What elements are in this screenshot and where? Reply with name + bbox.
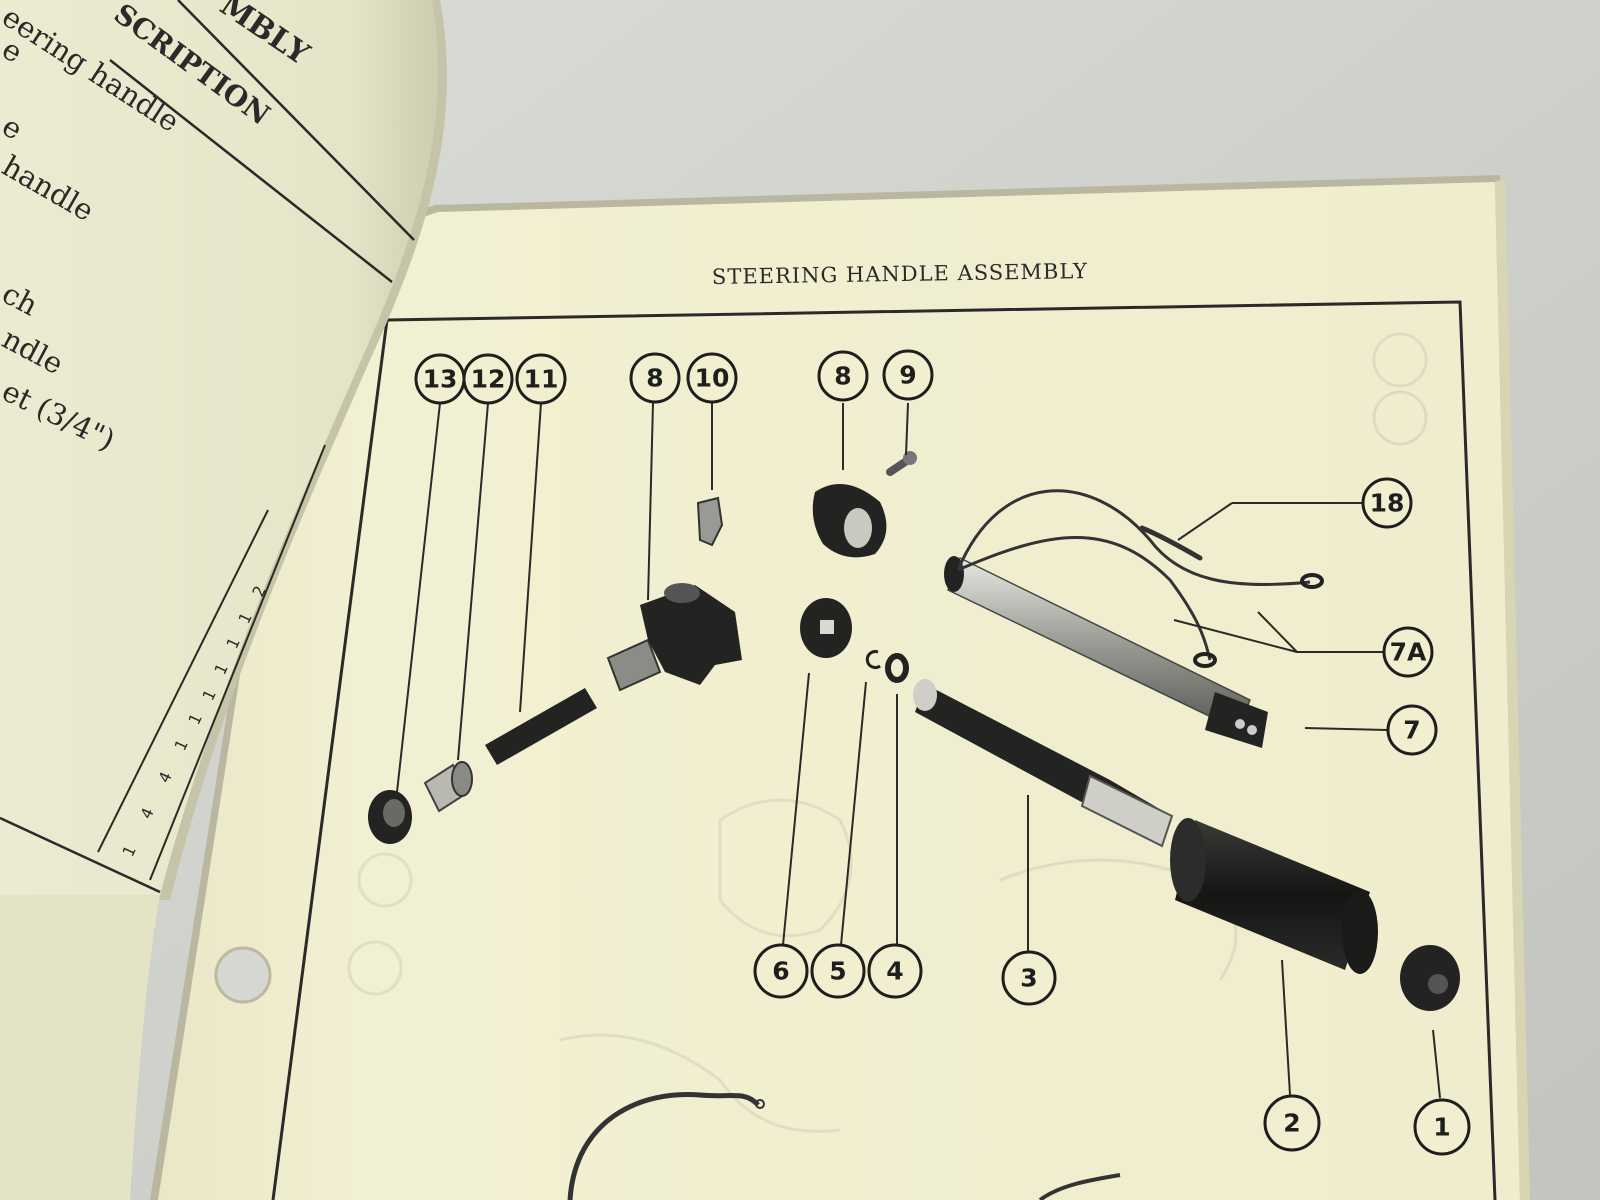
lower-cable	[567, 1091, 760, 1200]
callout-6: 6	[753, 943, 809, 999]
callout-5: 5	[810, 943, 866, 999]
svg-text:13: 13	[423, 365, 458, 394]
callout-9: 9	[882, 349, 934, 401]
svg-text:4: 4	[886, 957, 903, 986]
svg-text:8: 8	[646, 364, 663, 393]
callout-11: 11	[515, 353, 567, 405]
svg-text:10: 10	[695, 364, 730, 393]
part-bracket	[606, 583, 742, 692]
page-heading: STEERING HANDLE ASSEMBLY	[712, 259, 1088, 289]
part-bushing	[423, 761, 473, 813]
lower-cable-2	[1038, 1173, 1121, 1200]
svg-text:9: 9	[899, 361, 916, 390]
svg-text:8: 8	[834, 362, 851, 391]
diagram-frame	[271, 300, 1497, 1200]
part-ring	[865, 650, 881, 670]
left-table-column-line	[149, 444, 326, 881]
left-table-line	[177, 0, 415, 241]
svg-text:11: 11	[524, 365, 559, 394]
right-page	[150, 175, 1530, 1200]
callout-8-housing: 8	[817, 350, 869, 402]
part-shaft	[913, 679, 1174, 848]
callout-2: 2	[1263, 1094, 1321, 1152]
callout-13: 13	[414, 353, 466, 405]
part-nut	[368, 790, 412, 844]
callout-8-bracket: 8	[629, 352, 681, 404]
callout-7a: 7A	[1382, 626, 1434, 678]
svg-text:7: 7	[1403, 716, 1420, 745]
svg-text:18: 18	[1370, 489, 1405, 518]
callout-18: 18	[1361, 477, 1413, 529]
callout-4: 4	[867, 943, 923, 999]
svg-text:1: 1	[1433, 1113, 1450, 1142]
svg-text:5: 5	[829, 957, 846, 986]
svg-text:6: 6	[772, 957, 789, 986]
part-end-cap	[1400, 945, 1460, 1011]
left-table-column-line	[97, 509, 269, 853]
part-cam	[800, 598, 852, 658]
part-housing	[812, 484, 887, 558]
left-page	[0, 0, 447, 1200]
leader-lines	[396, 402, 1441, 1099]
svg-text:12: 12	[471, 365, 506, 394]
svg-text:7A: 7A	[1390, 638, 1427, 667]
callout-3: 3	[1001, 950, 1057, 1006]
left-table-line	[109, 59, 393, 283]
svg-text:3: 3	[1020, 964, 1037, 993]
part-grip	[1170, 818, 1378, 974]
svg-text:2: 2	[1283, 1109, 1300, 1138]
callout-12: 12	[462, 353, 514, 405]
part-block	[696, 496, 724, 547]
punched-hole	[214, 946, 272, 1004]
bleed-through	[347, 332, 1428, 1133]
callout-10: 10	[686, 352, 738, 404]
part-wire	[1139, 525, 1203, 561]
callout-7: 7	[1386, 704, 1438, 756]
left-table-line	[0, 816, 161, 894]
part-sleeve	[485, 688, 597, 765]
callout-1: 1	[1413, 1098, 1471, 1156]
lower-cable-end	[755, 1099, 765, 1109]
part-washer	[885, 653, 909, 683]
